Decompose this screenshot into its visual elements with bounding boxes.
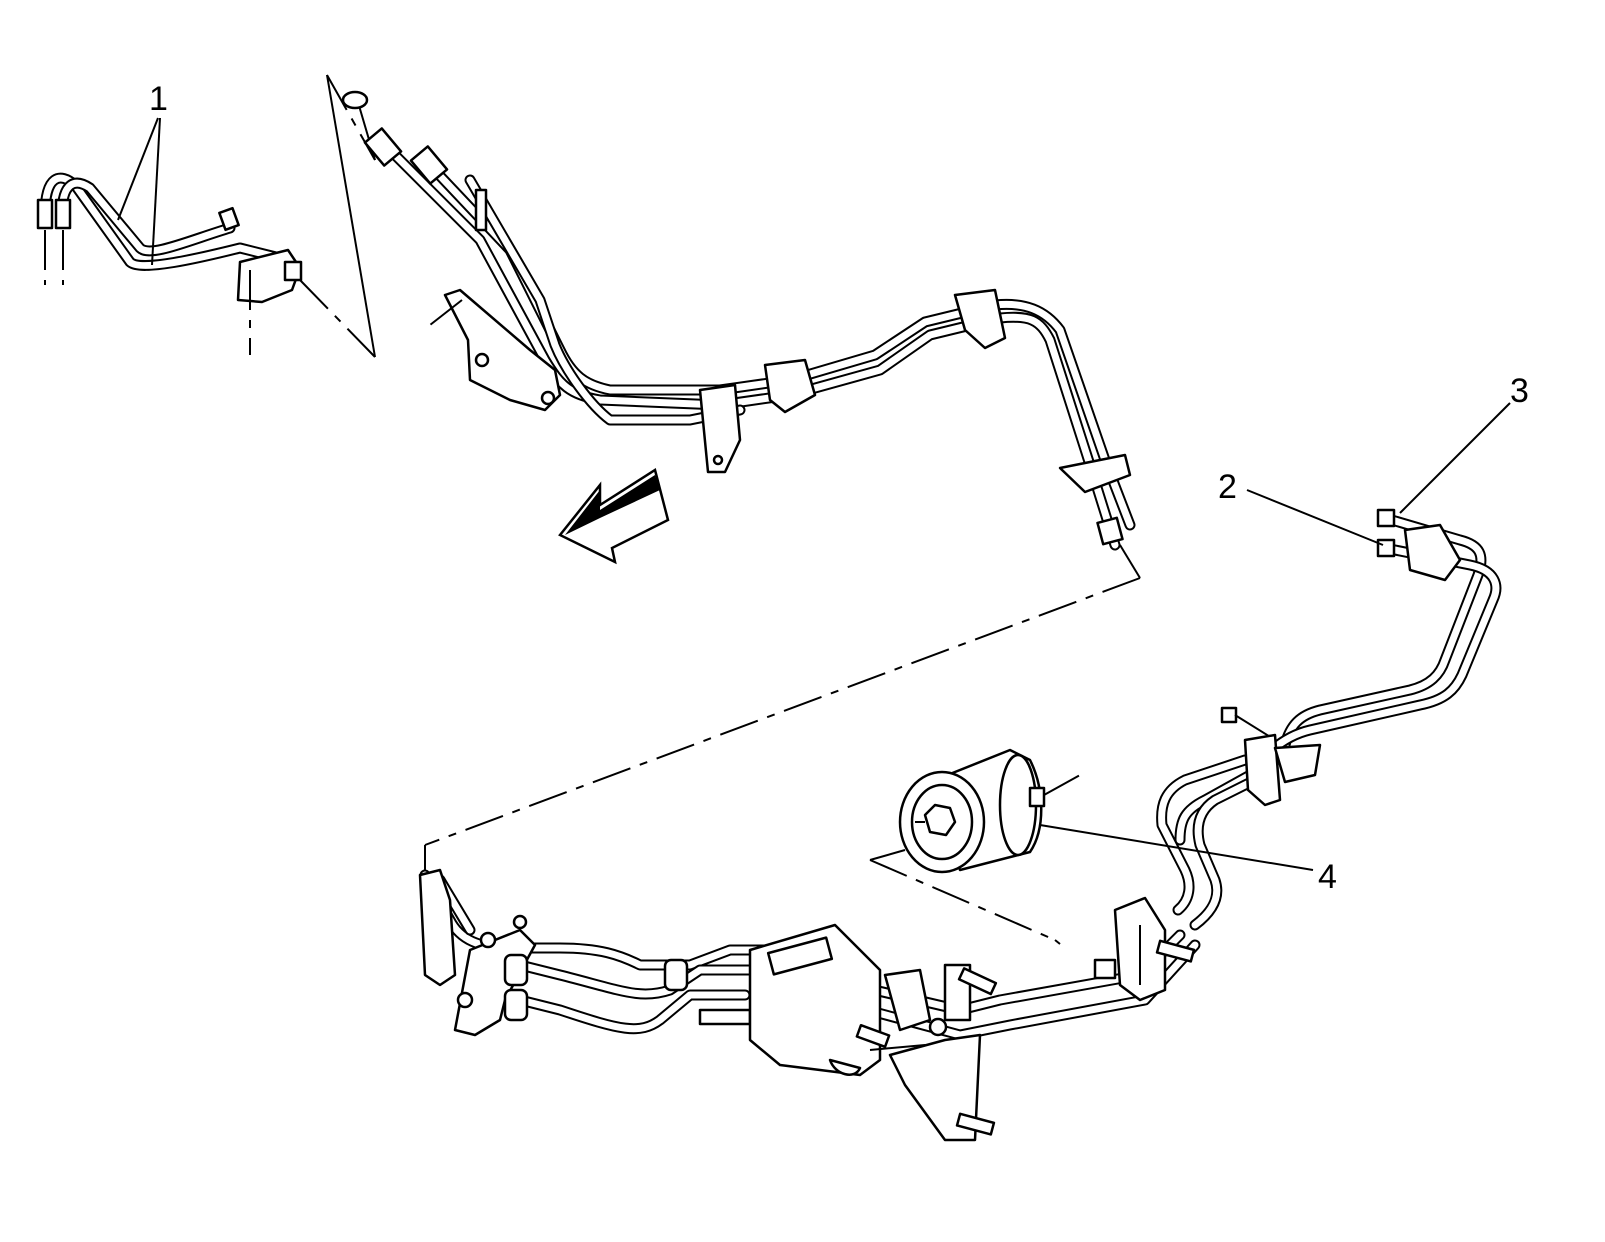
lower-brackets: [420, 870, 1194, 1140]
detail-leader-lines: [327, 75, 375, 357]
right-fuel-lines: [1162, 518, 1496, 925]
assembly-leader-lines: [425, 545, 1140, 870]
callout-leaders: [118, 118, 1510, 870]
callout-4: 4: [1318, 858, 1337, 896]
fuel-filter-icon: [870, 750, 1080, 944]
rear-line-detail: [38, 178, 375, 357]
callout-1: 1: [149, 80, 168, 118]
callout-2: 2: [1218, 468, 1237, 506]
callout-3: 3: [1510, 372, 1529, 410]
direction-arrow-icon: [560, 470, 668, 562]
right-fittings: [1222, 510, 1460, 805]
upper-fittings: [343, 92, 1130, 544]
